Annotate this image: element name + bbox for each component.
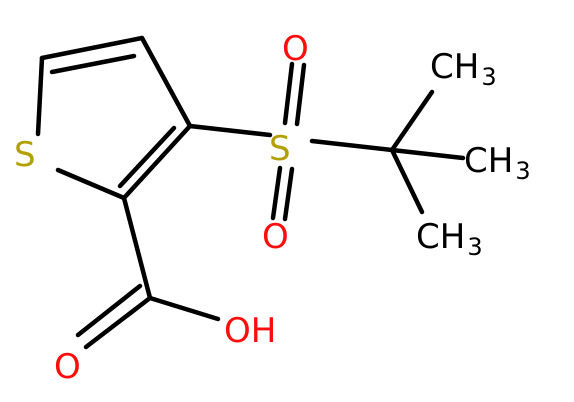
- bond-quaternary-c-methyl-right: [389, 147, 466, 161]
- bond-quaternary-c-methyl-bottom: [389, 147, 425, 215]
- methyl-bottom-subscript: 3: [467, 233, 482, 261]
- bond-c3-sulfonyl-s: [187, 123, 273, 138]
- bond-carboxyl-c-carbonyl-o-a: [83, 295, 153, 350]
- atom-methyl-right: CH3: [464, 141, 531, 185]
- sulfonyl-o-top-label: O: [282, 29, 309, 69]
- bond-c4-c3: [139, 35, 193, 129]
- bond-quaternary-c-methyl-top: [389, 89, 435, 153]
- bond-sulfonyl-o-top-a: [282, 61, 295, 126]
- bond-carboxyl-c-hydroxyl: [147, 295, 221, 322]
- methyl-top-subscript: 3: [481, 63, 496, 91]
- sulfonyl-s-label: S: [269, 129, 291, 169]
- bond-c5-c4: [39, 35, 145, 61]
- bond-c3-c2: [121, 123, 193, 201]
- atom-thiophene-s: S: [14, 135, 36, 175]
- methyl-right-label: CH: [464, 141, 513, 181]
- atom-carbonyl-o: O: [54, 347, 81, 387]
- bond-sulfonyl-s-quaternary-c: [309, 138, 395, 153]
- atom-methyl-top: CH3: [430, 47, 497, 91]
- atom-sulfonyl-o-bottom: O: [262, 217, 289, 257]
- atom-hydroxyl: OH: [224, 311, 276, 351]
- bond-c2-carboxyl-c: [121, 195, 153, 301]
- bond-sulfonyl-o-bottom-a: [270, 165, 283, 221]
- methyl-bottom-label: CH: [416, 217, 465, 257]
- atom-methyl-bottom: CH3: [416, 217, 483, 261]
- atom-sulfonyl-o-top: O: [282, 29, 309, 69]
- atom-sulfonyl-s: S: [269, 129, 291, 169]
- bond-sulfonyl-o-top-b: [294, 62, 307, 127]
- sulfonyl-o-bottom-label: O: [262, 217, 289, 257]
- bond-carboxyl-c-carbonyl-o-b: [75, 283, 143, 338]
- bond-c5-c4-inner: [49, 53, 137, 75]
- methyl-top-label: CH: [430, 47, 479, 87]
- bond-c2-s1: [55, 167, 127, 201]
- thiophene-s-label: S: [14, 135, 36, 175]
- carbonyl-o-label: O: [54, 347, 81, 387]
- hydroxyl-label: OH: [224, 311, 276, 351]
- methyl-right-subscript: 3: [515, 157, 530, 185]
- bond-sulfonyl-o-bottom-b: [282, 166, 295, 222]
- bond-c3-c2-inner: [117, 125, 177, 189]
- bond-s1-c5: [35, 55, 45, 137]
